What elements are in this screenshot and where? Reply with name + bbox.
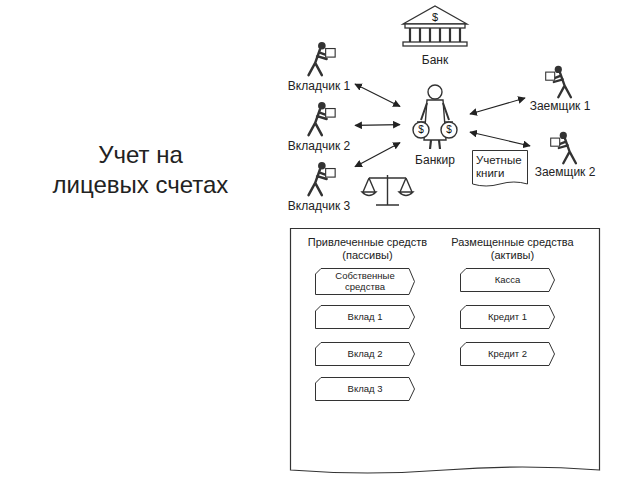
borrower-node: Заемщик 1 — [525, 62, 595, 114]
scales-symbol — [362, 175, 413, 205]
outline-path — [473, 151, 528, 187]
account-tag: Вклад 2 — [315, 342, 415, 366]
node-label: Банк — [422, 53, 448, 67]
outline-path — [316, 269, 415, 295]
depositor-figures — [309, 42, 336, 195]
banker-node: Банкир — [400, 80, 470, 168]
outline-path — [316, 306, 415, 329]
borrower-node: Заемщик 2 — [530, 128, 600, 180]
node-label: Собственные средства — [323, 271, 407, 292]
outline-path — [461, 343, 555, 366]
node-label: Заемщик 2 — [535, 165, 596, 179]
currency-sign: $ — [425, 10, 445, 24]
node-label: Банкир — [415, 153, 455, 167]
node-label: Вкладчик 2 — [288, 139, 350, 153]
outline-path — [316, 378, 415, 401]
column-header: Размещенные средства (активы) — [440, 236, 585, 262]
node-label: Вкладчик 3 — [288, 199, 350, 213]
outline-path — [316, 343, 415, 366]
flow-arrow — [355, 124, 400, 126]
depositor-node: Вкладчик 2 — [283, 98, 355, 154]
banker-figure — [413, 85, 457, 149]
account-tag: Собственные средства — [315, 268, 415, 295]
outline-path — [461, 306, 555, 329]
flow-arrow — [470, 132, 530, 146]
node-label: Кредит 1 — [488, 312, 527, 322]
node-label: Вклад 2 — [348, 349, 383, 359]
depositor-node: Вкладчик 3 — [283, 158, 355, 214]
flow-arrow — [355, 84, 400, 107]
node-label: Вклад 1 — [348, 312, 383, 322]
ledger-book: Учетные книги — [472, 150, 528, 190]
outline-path — [291, 229, 600, 474]
currency-sign: $ — [411, 123, 431, 137]
account-tag: Кредит 2 — [460, 342, 555, 366]
account-tag: Касса — [460, 268, 555, 292]
borrower-figures — [546, 66, 576, 164]
balance-sheet: Привлеченные средств (пассивы)Размещенны… — [290, 228, 600, 478]
node-label: Вклад 3 — [348, 384, 383, 394]
node-label: Заемщик 1 — [530, 99, 591, 113]
flow-arrow — [355, 143, 400, 167]
column-header: Привлеченные средств (пассивы) — [295, 236, 440, 262]
account-tag: Кредит 1 — [460, 305, 555, 329]
currency-sign: $ — [439, 123, 459, 137]
node-label: Кредит 2 — [488, 349, 527, 359]
flow-arrow — [470, 98, 525, 114]
bank-node: Банк — [395, 4, 475, 68]
outline-path — [461, 269, 555, 292]
account-tag: Вклад 3 — [315, 377, 415, 401]
node-label: Касса — [495, 275, 521, 285]
slide-title: Учет на лицевых счетах — [48, 140, 233, 200]
depositor-node: Вкладчик 1 — [283, 38, 355, 94]
node-label: Вкладчик 1 — [288, 79, 350, 93]
bank-building — [403, 6, 467, 46]
account-tag: Вклад 1 — [315, 305, 415, 329]
node-label: Учетные книги — [476, 154, 524, 180]
